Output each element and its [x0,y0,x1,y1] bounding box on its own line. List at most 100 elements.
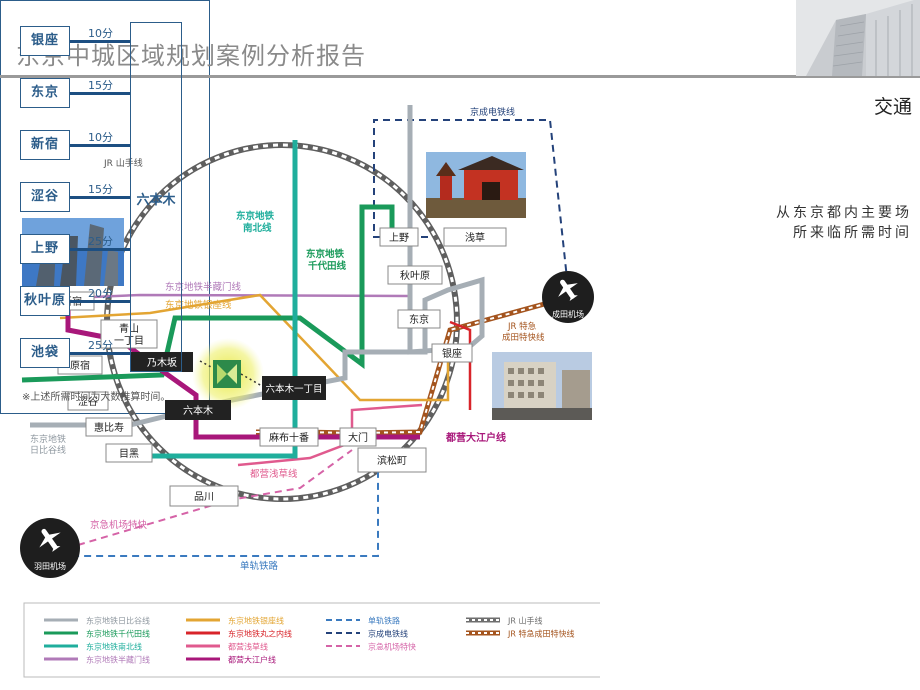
legend-item: 东京地铁银座线 [186,616,284,626]
svg-text:青山一丁目: 青山一丁目 [114,322,144,347]
svg-text:大门: 大门 [348,431,368,444]
marunouchi-line [449,320,472,410]
svg-text:东京: 东京 [409,313,429,326]
roppongi-walk-link [240,373,263,387]
origin-station-box: 秋叶原 [20,286,70,316]
building-photo [796,0,920,76]
travel-connector [70,300,130,303]
legend-item: 京成电铁线 [326,629,408,639]
travel-connector [70,92,130,95]
svg-text:滨松町: 滨松町 [377,454,407,467]
station-ginza: 银座 [431,343,473,363]
svg-text:羽田机场: 羽田机场 [34,561,66,571]
keisei-label: 京成电铁线 [470,106,515,118]
travel-connector [70,144,130,147]
asakusa-photo [426,152,526,218]
chiyoda-label: 东京地铁千代田线 [306,248,347,272]
legend-item: JR 特急成田特快线 [466,629,574,639]
legend-label: JR 特急成田特快线 [507,629,574,639]
legend-label: 东京地铁丸之内线 [228,629,292,639]
section-title: 交通 [873,96,912,118]
travel-connector [70,352,130,355]
station-azabu-juban: 麻布十番 [259,427,319,447]
tokyo-midtown-logo [213,360,241,388]
destination-box: 六本木 [130,22,182,372]
legend-label: 东京地铁半藏门线 [86,655,150,665]
svg-text:涩谷: 涩谷 [78,396,98,408]
legend-label: 京成电铁线 [368,629,408,639]
svg-text:六本木: 六本木 [183,404,213,417]
origin-station-box: 涩谷 [20,182,70,212]
station-roppongi-itchome: 六本木一丁目 [262,376,326,400]
legend-item: JR 山手线 [466,616,542,626]
legend-label: 东京地铁银座线 [228,616,284,626]
travel-minutes: 10分 [88,27,113,40]
travel-minutes: 25分 [88,339,113,352]
station-nogizaka: 乃木坂 [131,352,193,372]
travel-minutes: 25分 [88,235,113,248]
asakusa-label: 都营浅草线 [250,468,298,480]
hibiya-label: 东京地铁日比谷线 [30,433,66,456]
oedo-label: 都营大江户线 [445,431,506,444]
legend-label: 东京地铁南北线 [86,642,142,652]
station-aoyama-itchome: 青山一丁目 [100,319,158,349]
svg-text:品川: 品川 [194,491,214,503]
svg-text:惠比寿: 惠比寿 [94,421,124,434]
travel-connector [70,40,130,43]
legend-label: 京急机场特快 [368,642,416,652]
legend-item: 都营大江户线 [186,655,276,665]
svg-text:乃木坂: 乃木坂 [147,357,177,369]
hanzomon-label: 东京地铁半藏门线 [165,281,242,293]
origin-station-box: 池袋 [20,338,70,368]
shinjuku-photo [22,218,124,286]
travel-minutes: 10分 [88,131,113,144]
station-shibuya: 涩谷 [67,391,109,411]
svg-text:银座: 银座 [442,347,462,360]
narita-express-label: JR 特急成田特快线 [502,321,545,343]
narita-airport: 成田机场 [542,271,594,323]
legend-item: 东京地铁千代田线 [44,629,150,639]
airplane-icon [39,528,61,552]
station-roppongi: 六本木 [165,400,231,420]
nanboku-line [112,140,298,459]
station-ueno: 上野 [379,227,419,247]
jr-yamanote-label: JR 山手线 [103,157,143,169]
travel-minutes: 15分 [88,183,113,196]
haneda-airport: 羽田机场 [20,518,80,578]
destination-label: 六本木 [136,193,176,208]
origin-station-box: 新宿 [20,130,70,160]
station-meguro: 目黑 [105,443,153,463]
legend-label: 都营大江户线 [228,655,276,665]
svg-text:原宿: 原宿 [70,359,90,372]
header-divider [0,75,920,78]
svg-text:秋叶原: 秋叶原 [400,269,430,282]
legend-label: 都营浅草线 [228,642,268,652]
legend-item: 东京地铁南北线 [44,642,142,652]
svg-text:上野: 上野 [389,232,409,244]
travel-connector [70,196,130,199]
station-hamamatsucho: 滨松町 [357,447,427,473]
svg-text:麻布十番: 麻布十番 [269,431,309,444]
monorail-label: 单轨铁路 [240,560,279,572]
svg-text:目黑: 目黑 [119,448,139,460]
keikyu-line [77,449,353,546]
travel-connector [70,248,130,251]
ginza-photo [492,352,592,420]
page-title: 东京中城区域规划案例分析报告 [16,42,366,70]
station-asakusa: 浅草 [443,227,507,247]
origin-station-box: 银座 [20,26,70,56]
legend-item: 单轨铁路 [326,616,400,626]
legend-label: 东京地铁日比谷线 [86,616,150,626]
station-ebisu: 惠比寿 [85,417,133,437]
legend-item: 东京地铁半藏门线 [44,655,150,665]
ginza-line [59,293,450,402]
nanboku-label: 东京地铁南北线 [236,210,275,234]
transit-map: JR 山手线 京成电铁线 东京地铁南北线 东京地铁千代田线 东京地铁半藏门线 东… [20,105,600,678]
origin-station-box: 上野 [20,234,70,264]
legend-item: 京急机场特快 [326,642,416,652]
svg-text:浅草: 浅草 [465,231,485,244]
travel-time-note: ※上述所需时间为大数推算时间。 [22,392,171,403]
svg-text:六本木一丁目: 六本木一丁目 [265,383,322,395]
station-shinagawa: 品川 [169,485,239,507]
